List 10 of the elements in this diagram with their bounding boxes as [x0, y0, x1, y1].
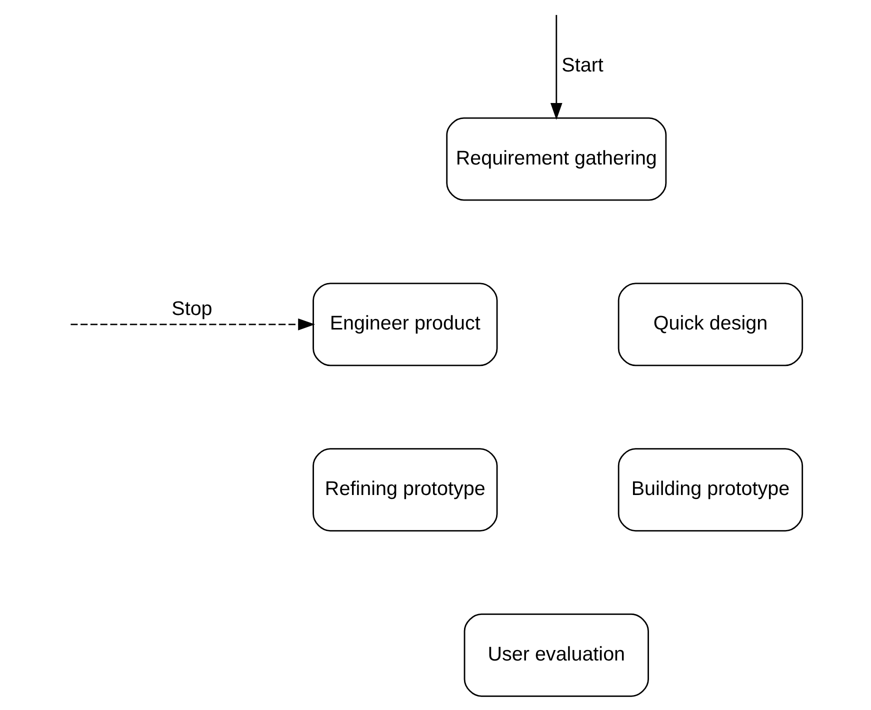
arrow [550, 14, 562, 120]
node-box: Quick design [617, 282, 803, 366]
node-box: Engineer product [312, 282, 498, 366]
node-box: Building prototype [617, 448, 803, 532]
arrow [70, 318, 315, 330]
edge-label: Stop [171, 298, 212, 320]
node-box: Requirement gathering [446, 117, 666, 201]
node-box: Refining prototype [312, 448, 498, 532]
edge-label: Start [561, 54, 603, 77]
node-box: User evaluation [463, 613, 648, 697]
